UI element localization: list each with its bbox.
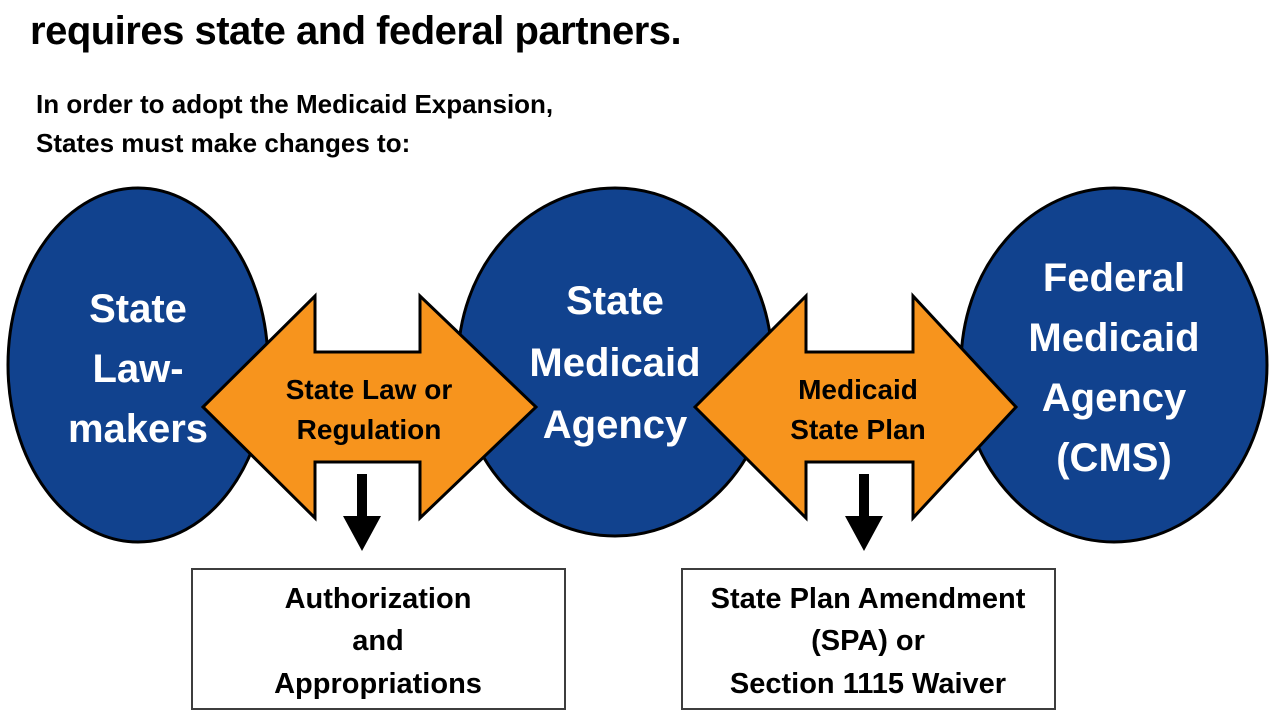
box-authorization-label-1: Authorization: [285, 583, 472, 615]
down-arrow-left-icon: [343, 474, 381, 551]
intro-line-1: In order to adopt the Medicaid Expansion…: [36, 89, 553, 119]
box-spa-waiver: [681, 568, 1056, 710]
node-state-medicaid-agency-label-2: Medicaid: [529, 341, 700, 385]
node-federal-medicaid-agency-label-1: Federal: [1043, 256, 1185, 300]
node-federal-medicaid-agency-label-2: Medicaid: [1028, 316, 1199, 360]
box-authorization-label-2: and: [352, 625, 404, 657]
arrow-label-state-law-1: State Law or: [286, 374, 453, 405]
double-arrow-state-law: [200, 292, 539, 522]
box-authorization-appropriations: [191, 568, 566, 710]
node-federal-medicaid-agency-label-3: Agency: [1042, 376, 1187, 420]
double-arrow-medicaid-state-plan: [692, 292, 1019, 522]
box-spa-waiver-label-3: Section 1115 Waiver: [730, 668, 1006, 700]
node-state-lawmakers-label-2: Law-: [92, 347, 183, 391]
node-state-medicaid-agency-label-3: Agency: [543, 403, 688, 447]
arrow-label-state-law-2: Regulation: [297, 414, 442, 445]
box-authorization-label-3: Appropriations: [274, 668, 482, 700]
slide-title: requires state and federal partners.: [30, 9, 681, 53]
arrow-label-state-plan-1: Medicaid: [798, 374, 918, 405]
box-spa-waiver-label-1: State Plan Amendment: [711, 583, 1026, 615]
node-state-lawmakers-label-1: State: [89, 287, 187, 331]
node-state-medicaid-agency-label-1: State: [566, 279, 664, 323]
node-federal-medicaid-agency: [959, 186, 1269, 544]
arrow-label-state-plan-2: State Plan: [790, 414, 925, 445]
down-arrow-right-icon: [845, 474, 883, 551]
box-spa-waiver-label-2: (SPA) or: [811, 625, 925, 657]
node-state-lawmakers-label-3: makers: [68, 407, 208, 451]
node-federal-medicaid-agency-label-4: (CMS): [1056, 436, 1172, 480]
intro-line-2: States must make changes to:: [36, 128, 410, 158]
